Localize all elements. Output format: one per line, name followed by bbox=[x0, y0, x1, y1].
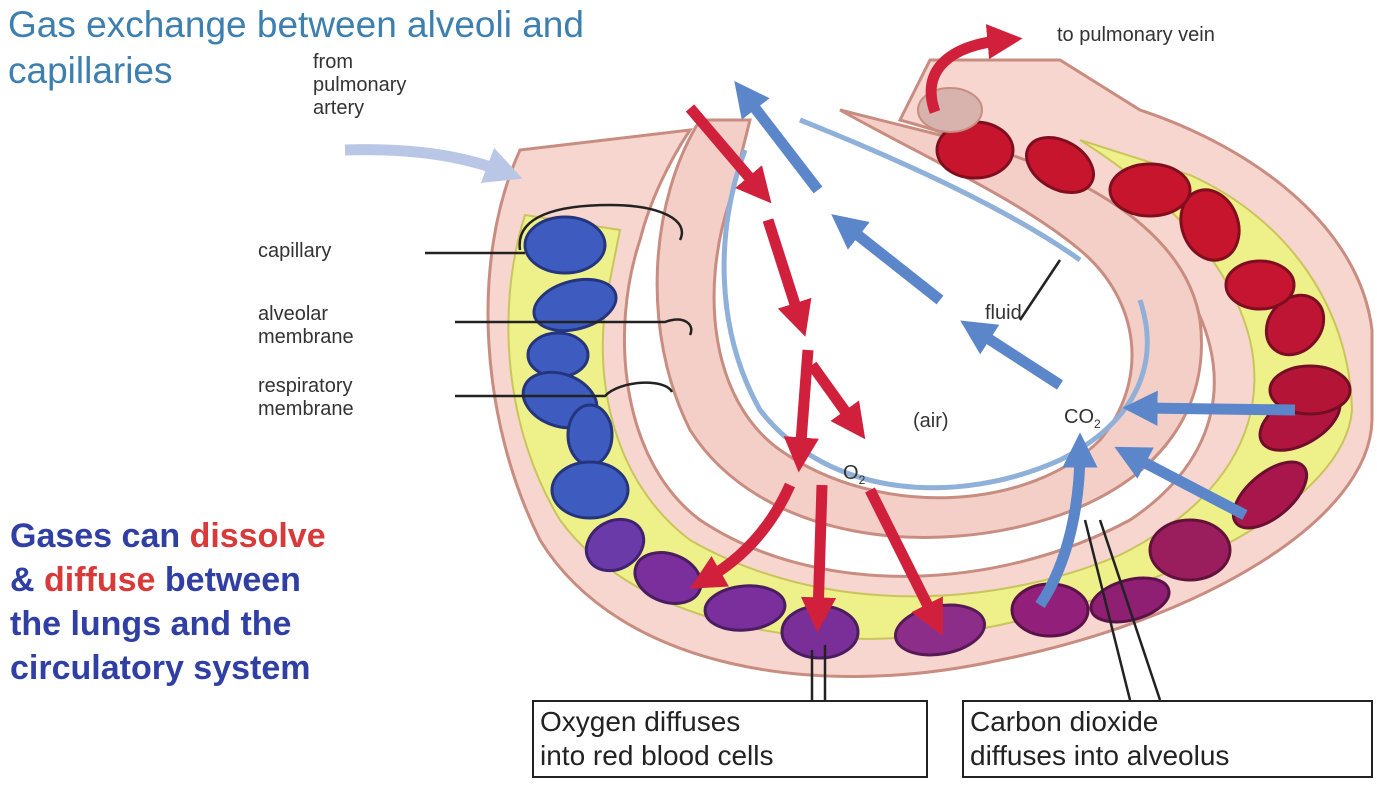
diagram-title: Gas exchange between alveoli and capilla… bbox=[8, 2, 584, 94]
title-line-1: Gas exchange between alveoli and bbox=[8, 4, 584, 45]
label-alveolar-membrane: alveolar membrane bbox=[258, 303, 354, 349]
side-explanation: Gases can dissolve & diffuse between the… bbox=[10, 514, 326, 690]
side-line-2: & diffuse between bbox=[10, 558, 326, 602]
oxygen-caption-box: Oxygen diffuses into red blood cells bbox=[532, 700, 928, 778]
label-co2: CO2 bbox=[1064, 406, 1101, 431]
title-line-2: capillaries bbox=[8, 50, 173, 91]
label-respiratory-membrane: respiratory membrane bbox=[258, 375, 354, 421]
label-o2: O2 bbox=[843, 462, 865, 487]
oxygenated-cell bbox=[1226, 261, 1294, 309]
side-line-1: Gases can dissolve bbox=[10, 514, 326, 558]
label-air: (air) bbox=[913, 410, 949, 433]
label-fluid: fluid bbox=[985, 302, 1022, 325]
deoxygenated-cell bbox=[568, 405, 612, 465]
artery-inflow-arrow bbox=[345, 150, 505, 172]
label-from-pulmonary-artery: from pulmonary artery bbox=[313, 51, 406, 120]
deoxygenated-cell bbox=[528, 333, 588, 377]
co2-caption-box: Carbon dioxide diffuses into alveolus bbox=[962, 700, 1373, 778]
label-capillary: capillary bbox=[258, 240, 331, 263]
deoxygenated-cell bbox=[552, 462, 628, 518]
side-line-3: the lungs and the bbox=[10, 602, 326, 646]
oxygenated-cell bbox=[1110, 164, 1190, 216]
oxygenated-cell bbox=[1150, 520, 1230, 580]
label-to-pulmonary-vein: to pulmonary vein bbox=[1057, 24, 1215, 47]
side-line-4: circulatory system bbox=[10, 646, 326, 690]
deoxygenated-cell bbox=[525, 217, 605, 273]
